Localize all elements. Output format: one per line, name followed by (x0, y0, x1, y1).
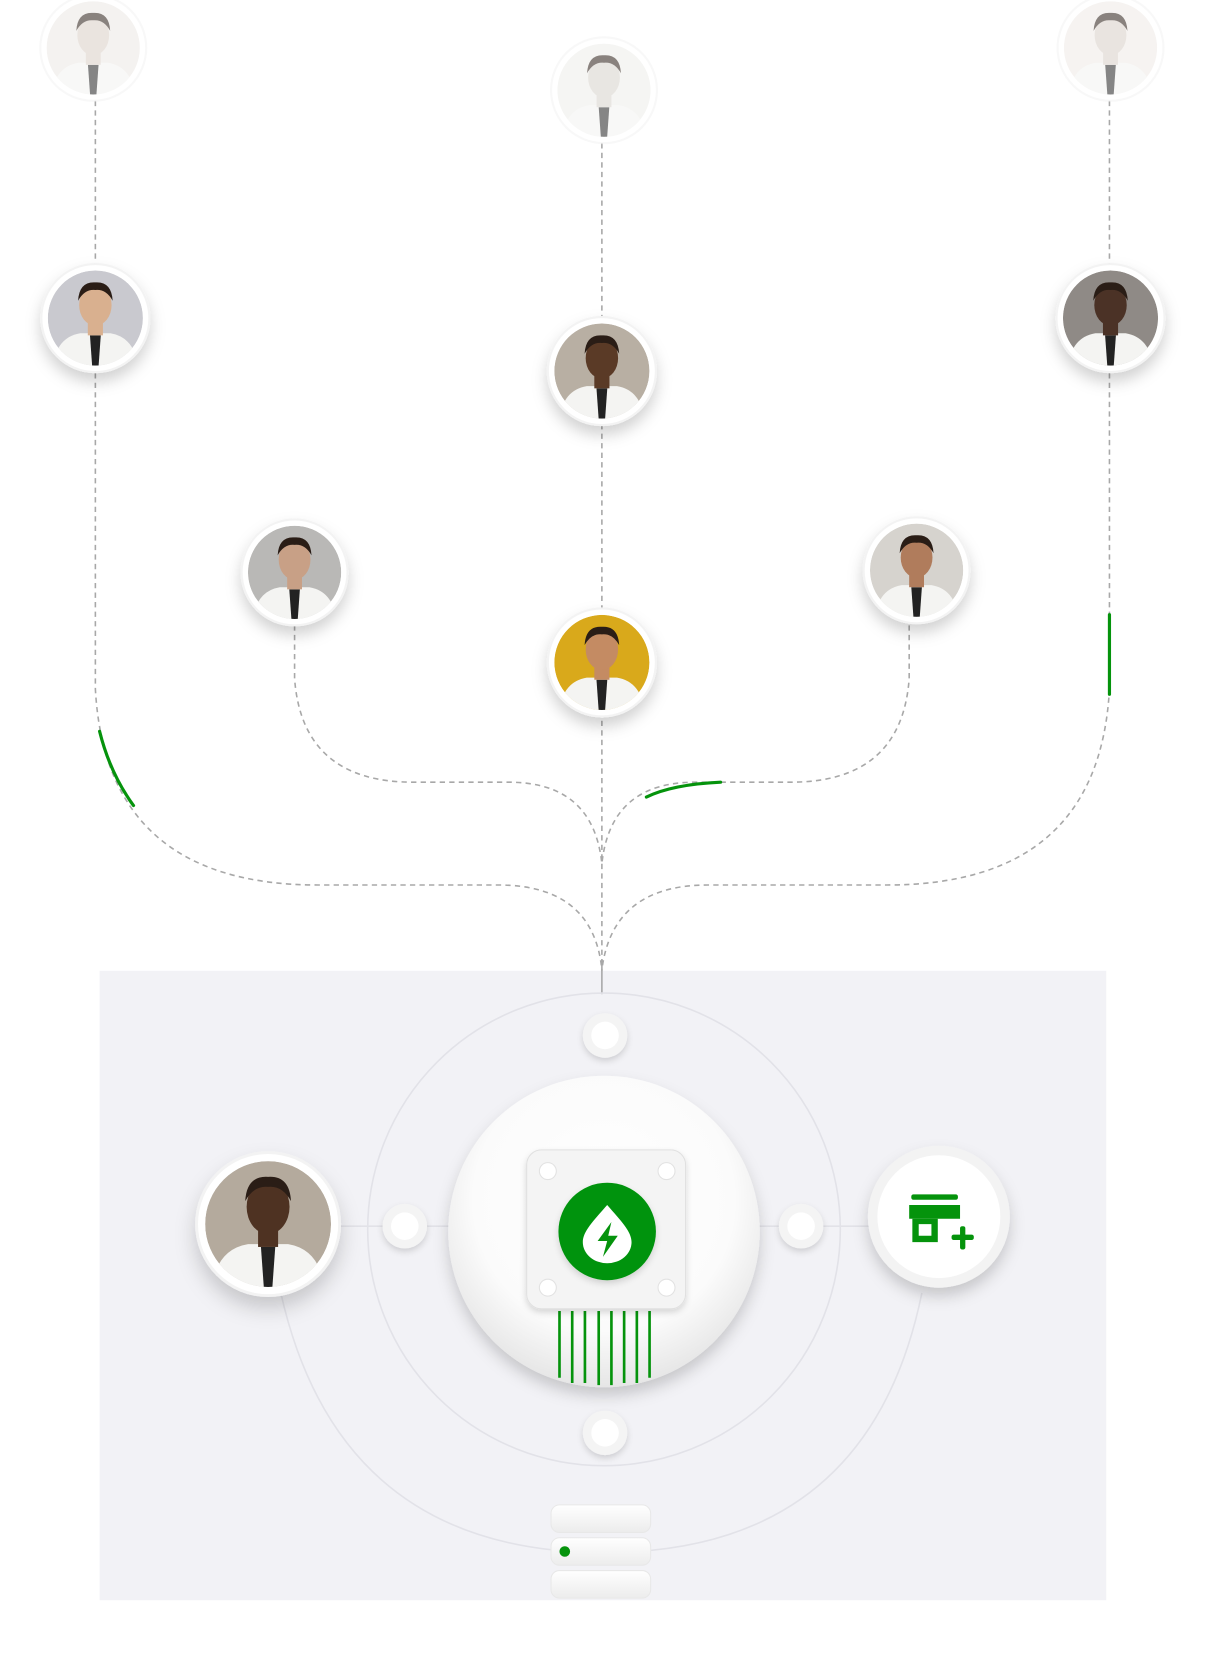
node-left (382, 1203, 428, 1249)
drop-bolt-icon (582, 1204, 632, 1264)
active-flow-highlights (98, 613, 1112, 808)
status-dot (559, 1546, 571, 1557)
node-right (778, 1203, 824, 1249)
node-bottom (582, 1410, 628, 1456)
avatar-man-curly-suit[interactable] (862, 516, 971, 625)
hub-chip[interactable] (526, 1149, 687, 1310)
line-right-outer (601, 373, 1111, 970)
ring-nodes (382, 1013, 824, 1456)
avatar-top-center-faded[interactable] (549, 36, 659, 145)
store-node[interactable] (867, 1145, 1010, 1288)
avatar-top-right-faded[interactable] (1056, 0, 1165, 102)
avatar-woman-glasses[interactable] (40, 262, 151, 374)
avatar-man-beard-tie[interactable] (546, 315, 658, 427)
server-stack (550, 1504, 652, 1599)
line-left-inner (293, 625, 603, 864)
avatar-hub-user[interactable] (195, 1151, 342, 1298)
signal-lines (558, 1310, 651, 1386)
node-top (582, 1013, 628, 1058)
avatar-man-curly-glasses[interactable] (240, 518, 349, 627)
avatar-top-left-faded[interactable] (39, 0, 148, 102)
avatar-man-yellow[interactable] (546, 607, 658, 718)
avatar-man-right[interactable] (1055, 262, 1166, 374)
line-right-inner (601, 625, 910, 864)
avatars (39, 0, 1166, 1298)
store-add-icon (909, 1194, 974, 1250)
line-left-outer (94, 373, 603, 970)
